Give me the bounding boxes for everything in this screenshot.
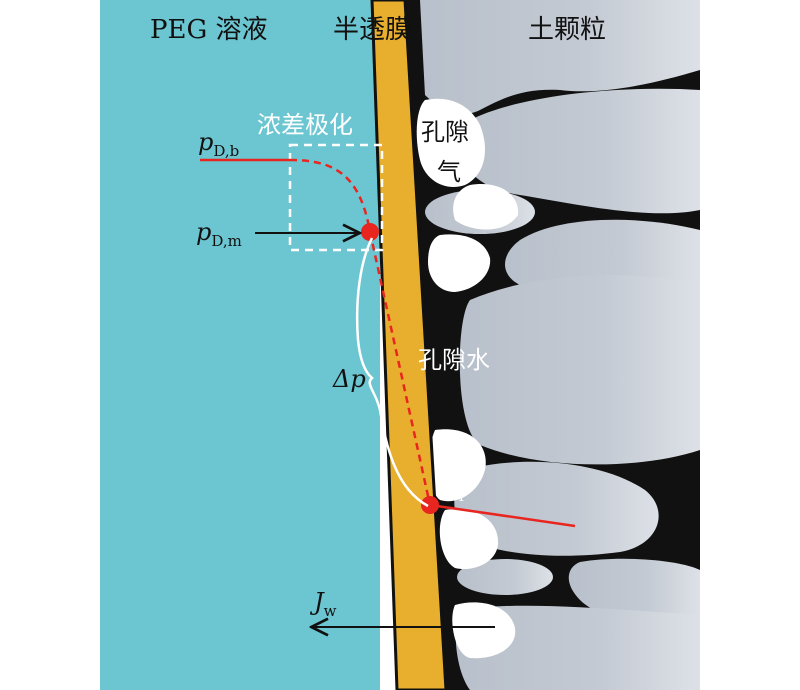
pore-air-label-line1: 孔隙 (421, 118, 469, 146)
membrane-title: 半透膜 (333, 15, 411, 45)
semi-permeable-membrane (370, 0, 448, 690)
p-dm-label: pD,m (196, 218, 242, 250)
pressure-line-membrane (368, 231, 432, 506)
pore-water-label: 孔隙水 (418, 346, 490, 374)
psi-label: ψi (440, 473, 464, 505)
soil-particle-title: 土颗粒 (528, 15, 606, 45)
p-dm-main: p (196, 218, 211, 246)
p-db-sub: D,b (213, 142, 239, 160)
pore-air-regions (416, 98, 519, 659)
p-dm-sub: D,m (211, 232, 241, 250)
jw-sub: w (324, 602, 337, 620)
p-db-main: p (198, 128, 213, 156)
pore-air-label-line2: 气 (437, 158, 461, 186)
p-db-label: pD,b (198, 128, 239, 160)
membrane-surface-point (361, 223, 379, 241)
soil-interface-point (421, 496, 439, 514)
pore-air-label: 孔隙 气 (421, 118, 477, 186)
delta-p-brace (355, 237, 429, 508)
peg-solution-region (100, 0, 380, 690)
psi-sub: i (459, 487, 464, 505)
concentration-polarization-box (288, 143, 384, 252)
pressure-line-soil (429, 503, 576, 528)
delta-p-label: Δp (332, 365, 366, 393)
pressure-line-polarization (289, 158, 372, 233)
psi-main: ψ (440, 473, 460, 501)
concentration-polarization-label: 浓差极化 (257, 111, 353, 139)
peg-solution-title: PEG 溶液 (150, 15, 268, 45)
